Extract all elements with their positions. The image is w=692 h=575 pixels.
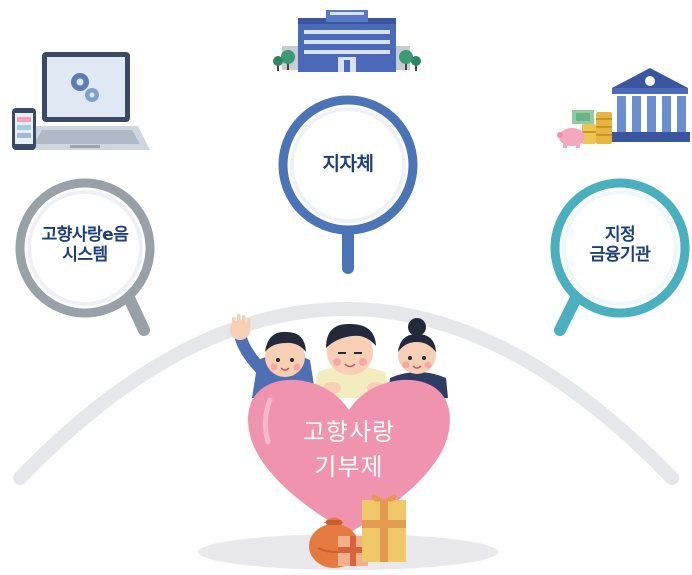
municipality-node [278, 95, 418, 274]
bank-icon [557, 68, 690, 148]
city-hall-icon [273, 10, 421, 72]
bank-label-line2: 금융기관 [589, 244, 651, 265]
connection-arc [13, 302, 679, 485]
heart-label: 고향사랑 기부제 [289, 415, 409, 485]
municipality-label: 지자체 [288, 153, 408, 176]
laptop-phone-icon [12, 52, 150, 150]
gift-icon [309, 494, 406, 568]
bank-node [550, 178, 690, 336]
bank-label-line1: 지정 [604, 225, 636, 245]
heart-label-line2: 기부제 [314, 452, 384, 481]
system-label: 고향사랑e음 시스템 [25, 225, 145, 265]
bank-label: 지정 금융기관 [560, 225, 680, 265]
system-label-line2: 시스템 [62, 244, 108, 265]
heart-shape [248, 379, 450, 533]
system-label-line1: 고향사랑e음 [41, 225, 129, 245]
municipality-label-text: 지자체 [322, 153, 374, 175]
system-node [15, 178, 155, 336]
heart-label-line1: 고향사랑 [302, 418, 396, 446]
